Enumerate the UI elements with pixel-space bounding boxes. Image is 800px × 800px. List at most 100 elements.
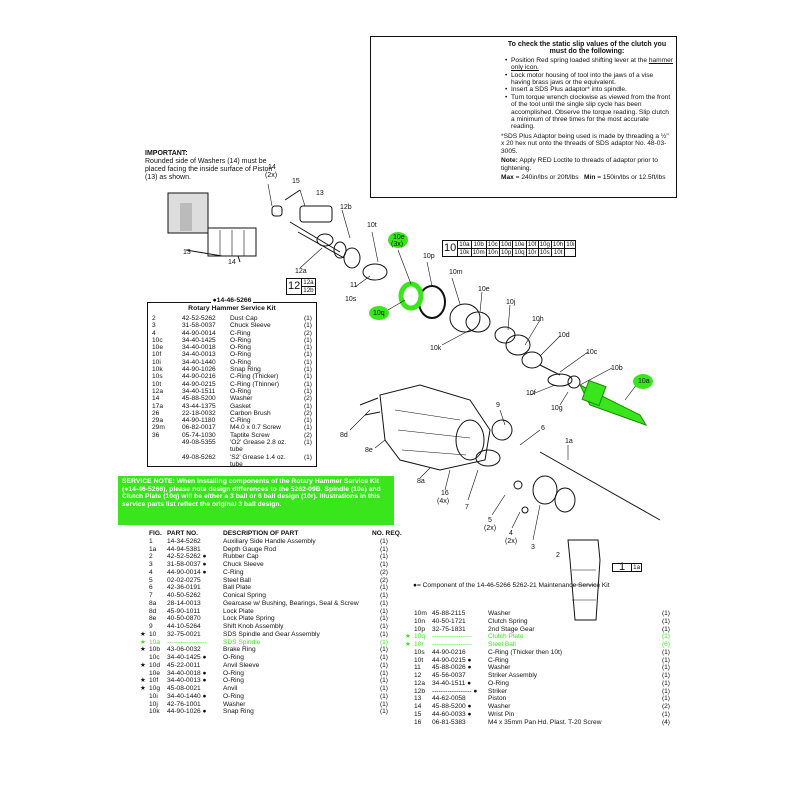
kit-fig: 36: [152, 431, 160, 439]
row-description: Chuck Sleeve: [223, 561, 264, 568]
row-fig: 1: [149, 537, 153, 545]
row-part-number: 40-50-5262: [167, 592, 201, 599]
row-star: [140, 600, 149, 608]
callout-step-2: Lock motor housing of tool into the jaws…: [505, 72, 673, 87]
kit-qty: (1): [303, 453, 312, 461]
label-10h: 10h: [532, 316, 544, 323]
row-qty: (1): [379, 685, 388, 692]
ref-grid-12: 12 12a 12b: [285, 278, 316, 295]
row-description: Brake Ring: [223, 646, 256, 654]
kit-description: C-Ring (Thinner): [230, 380, 280, 388]
kit-part-number: 06-82-0017: [182, 424, 216, 432]
row-qty: (1): [379, 537, 388, 545]
row-description: Anvil: [223, 685, 238, 692]
row-part-number: 42-36-0191: [167, 584, 201, 592]
kit-part-number: 31-58-0037: [182, 322, 216, 330]
row-star: [140, 708, 149, 716]
kit-part-number: 05-74-1030: [182, 431, 216, 439]
row-part-number: 44-94-5381: [167, 545, 201, 553]
row-fig: 9: [149, 623, 153, 630]
row-part-number: ------------------ ●: [432, 687, 478, 695]
kit-qty: (1): [303, 380, 312, 388]
kit-part-number: 49-08-5262: [182, 453, 216, 461]
header-spacer: [140, 530, 149, 538]
label-14-qty: (2x): [265, 172, 278, 179]
label-10s: 10s: [345, 296, 357, 303]
kit-description: O-Ring: [230, 387, 251, 395]
label-1a: 1a: [565, 438, 573, 445]
row-part-number: 45-08-0021: [167, 685, 201, 692]
label-10t: 10t: [367, 222, 377, 229]
row-star: ★: [140, 661, 146, 669]
row-description: Wrist Pin: [488, 710, 515, 718]
row-star: [405, 657, 414, 665]
kit-description: 'S2' Grease 1.4 oz. tube: [230, 453, 286, 468]
row-fig: 10j: [149, 700, 158, 708]
row-fig: 8d: [149, 607, 157, 615]
row-fig: 10k: [149, 708, 160, 716]
row-star: [140, 701, 149, 709]
label-10a: 10a: [638, 378, 650, 385]
row-star: ★: [140, 646, 146, 654]
row-fig: 10s: [414, 648, 425, 656]
row-star: [405, 664, 414, 672]
row-star: [140, 608, 149, 616]
row-fig: 10q: [414, 633, 426, 641]
kit-row: 49-08-5262 'S2' Grease 1.4 oz. tube (1): [152, 454, 312, 469]
kit-qty: (1): [303, 366, 312, 374]
kit-qty: (1): [303, 358, 312, 366]
row-part-number: 32-75-1831: [432, 625, 466, 633]
kit-part-number: 34-40-1425: [182, 336, 216, 344]
label-10f: 10f: [526, 390, 536, 397]
row-part-number: 45-22-0011: [167, 661, 201, 669]
kit-number: ●14-46-5266: [210, 297, 254, 304]
row-qty: (1): [661, 633, 670, 641]
kit-fig: 10e: [152, 344, 164, 352]
row-description: Washer: [488, 664, 511, 672]
table-row: ★10a------------------SDS Spindle(1): [140, 639, 388, 647]
row-qty: (1): [379, 708, 388, 716]
row-star: [140, 546, 149, 554]
row-star: [140, 538, 149, 546]
kit-fig: [152, 454, 182, 469]
kit-qty: (1): [303, 424, 312, 432]
row-qty: (1): [661, 656, 670, 664]
row-star: [405, 688, 414, 696]
label-13: 13: [316, 190, 324, 197]
row-qty: (1): [661, 610, 670, 617]
kit-part-number: 44-90-0215: [182, 380, 216, 388]
row-part-number: 32-75-0021: [167, 630, 201, 638]
callout-torque-values: Max = 240in/lbs or 20ft/lbs Min = 150in/…: [501, 173, 666, 181]
row-star: [405, 703, 414, 711]
kit-part-number: 34-40-0018: [182, 344, 216, 352]
label-10j: 10j: [506, 299, 516, 306]
row-qty: (1): [379, 599, 388, 607]
row-part-number: 45-88-0026 ●: [432, 664, 472, 672]
row-part-number: 34-40-1425 ●: [167, 654, 207, 661]
row-qty: (1): [661, 617, 670, 625]
callout-heading: To check the static slip values of the c…: [507, 41, 667, 56]
kit-description: O-Ring: [230, 351, 251, 359]
row-part-number: 44-62-0058: [432, 695, 466, 703]
kit-part-number: 34-40-1440: [182, 358, 216, 366]
label-10e-qty: (3x): [391, 241, 404, 248]
row-part-number: 45-88-2115: [432, 610, 466, 617]
row-qty: (2): [661, 703, 670, 710]
row-fig: 10g: [149, 685, 161, 692]
row-fig: 2: [149, 553, 153, 561]
side-handle-illustration: [567, 539, 601, 621]
label-7: 7: [465, 504, 469, 511]
row-star: [405, 649, 414, 657]
kit-part-number: 45-88-5200: [182, 395, 216, 403]
